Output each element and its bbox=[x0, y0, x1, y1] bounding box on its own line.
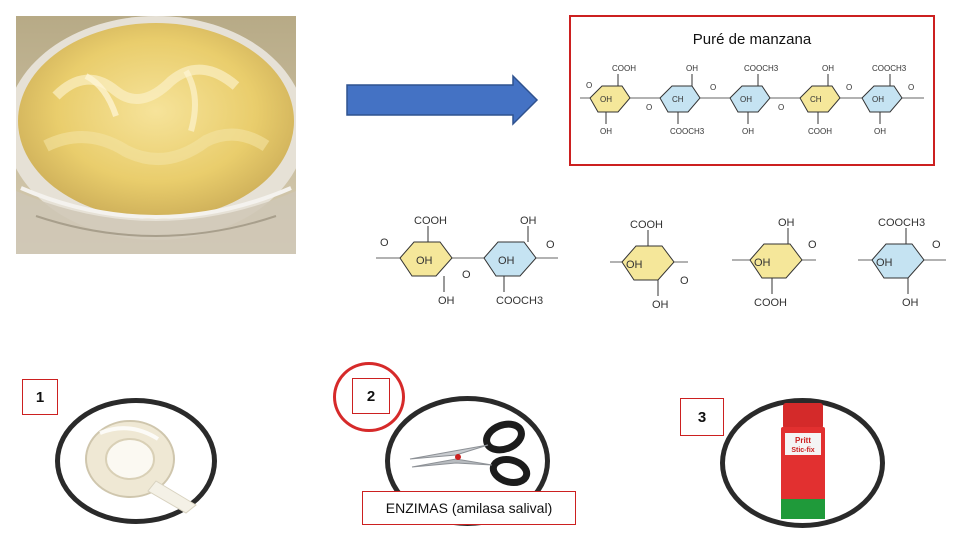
label-cooch3: COOCH3 bbox=[872, 64, 907, 73]
label-oh: OH bbox=[754, 257, 771, 269]
label-o: O bbox=[380, 237, 389, 249]
label-coo: COOH bbox=[630, 219, 663, 231]
label-oh: OH bbox=[876, 257, 893, 269]
option-2-label: 2 bbox=[352, 378, 390, 414]
glue-stick-icon: Pritt Stic-fix bbox=[781, 403, 825, 519]
label-o: O bbox=[932, 239, 941, 251]
label-cooch3: COOCH3 bbox=[878, 217, 925, 229]
label-oh: OH bbox=[874, 127, 886, 136]
glue-brand: Pritt bbox=[795, 436, 811, 445]
label-ch: CH bbox=[810, 95, 822, 104]
label-ch: CH bbox=[672, 95, 684, 104]
label-oh: OH bbox=[600, 95, 612, 104]
label-o: O bbox=[462, 269, 471, 281]
label-oh: OH bbox=[600, 127, 612, 136]
label-oh: OH bbox=[902, 297, 919, 309]
apple-puree-photo bbox=[16, 16, 296, 254]
label-oh: OH bbox=[498, 255, 515, 267]
option-1-circle bbox=[55, 398, 217, 524]
label-o: O bbox=[646, 103, 652, 112]
label-oh: OH bbox=[438, 295, 455, 307]
label-o: O bbox=[680, 275, 689, 287]
enzyme-label: ENZIMAS (amilasa salival) bbox=[362, 491, 576, 525]
pectin-fragments-diagram: COOH OH OH OH OH COOCH3 O O O COOH OH OH… bbox=[372, 206, 952, 314]
label-cooch3: COOCH3 bbox=[670, 127, 705, 136]
label-coo: COOH bbox=[612, 64, 636, 73]
label-oh: OH bbox=[742, 127, 754, 136]
tape-roll-icon bbox=[85, 420, 197, 514]
option-1-label: 1 bbox=[22, 379, 58, 415]
pectin-chain-diagram: COOH OH COOCH3 OH COOCH3 OH CH OH CH OH … bbox=[578, 60, 928, 142]
label-oh: OH bbox=[872, 95, 884, 104]
label-oh: OH bbox=[740, 95, 752, 104]
box-title: Puré de manzana bbox=[692, 31, 812, 48]
reaction-arrow bbox=[345, 74, 540, 126]
label-o: O bbox=[546, 239, 555, 251]
label-oh: OH bbox=[416, 255, 433, 267]
label-o: O bbox=[908, 83, 914, 92]
option-3-label: 3 bbox=[680, 398, 724, 436]
label-coo: COOH bbox=[754, 297, 787, 309]
option-3-circle: Pritt Stic-fix bbox=[720, 398, 885, 528]
selected-option-highlight bbox=[333, 362, 405, 432]
label-o: O bbox=[846, 83, 852, 92]
label-coo: COOH bbox=[808, 127, 832, 136]
glue-name: Stic-fix bbox=[791, 447, 814, 454]
label-cooch3: COOCH3 bbox=[496, 295, 543, 307]
label-oh: OH bbox=[686, 64, 698, 73]
label-oh: OH bbox=[626, 259, 643, 271]
scissors-icon bbox=[409, 420, 531, 487]
label-o: O bbox=[778, 103, 784, 112]
label-oh: OH bbox=[520, 215, 537, 227]
label-oh: OH bbox=[652, 299, 669, 311]
label-oh: OH bbox=[778, 217, 795, 229]
apple-puree-box: Puré de manzana bbox=[569, 15, 935, 166]
label-o: O bbox=[710, 83, 716, 92]
label-o: O bbox=[586, 81, 592, 90]
label-o: O bbox=[808, 239, 817, 251]
label-coo: COOH bbox=[414, 215, 447, 227]
label-oh: OH bbox=[822, 64, 834, 73]
label-cooch3: COOCH3 bbox=[744, 64, 779, 73]
